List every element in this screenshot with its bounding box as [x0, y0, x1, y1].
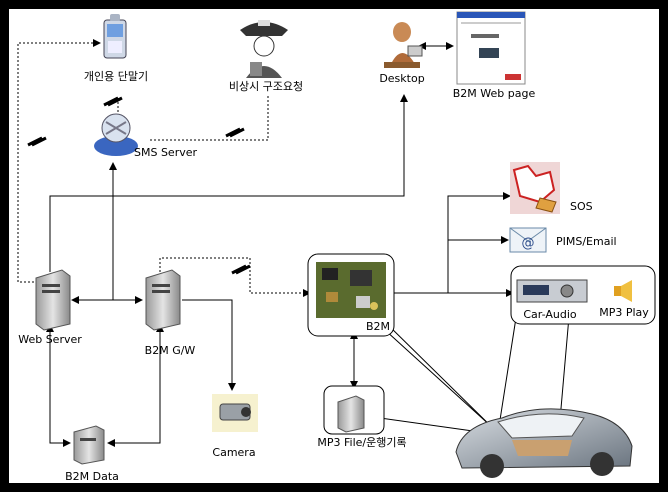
wireless-zigzag-2	[103, 96, 123, 107]
desktop-label: Desktop	[379, 72, 424, 85]
link-webserver-data	[46, 324, 71, 447]
wireless-zigzag-4	[231, 264, 251, 275]
link-webserver-mobile	[17, 39, 101, 283]
wireless-zigzag-3	[225, 127, 245, 138]
sos-hand-button-icon	[510, 162, 560, 214]
gateway-server-icon	[145, 269, 181, 331]
b2mdata-label: B2M Data	[65, 470, 119, 483]
link-webserver-desktop	[49, 94, 408, 272]
mobile-phone-icon	[103, 14, 127, 59]
database-server-icon	[73, 425, 105, 465]
car-line-5	[379, 417, 481, 433]
sos-label: SOS	[570, 200, 593, 213]
link-b2m-sos	[447, 192, 511, 293]
link-gw-b2m	[159, 257, 311, 297]
speaker-icon	[614, 280, 632, 302]
wireless-zigzag-1	[27, 136, 47, 147]
web-page-screenshot-icon	[456, 11, 526, 85]
camera-label: Camera	[212, 446, 255, 459]
webpage-label: B2M Web page	[453, 87, 536, 100]
email-envelope-icon: @	[509, 227, 547, 253]
camera-icon	[212, 394, 258, 432]
car-line-3	[499, 304, 519, 421]
b2m-label: B2M	[366, 320, 390, 333]
svg-text:@: @	[522, 236, 535, 251]
file-storage-icon	[337, 395, 365, 433]
wireless-symbols	[27, 96, 251, 275]
police-officer-icon	[240, 20, 288, 78]
sms-label: SMS Server	[134, 146, 198, 159]
mp3file-label: MP3 File/운행기록	[317, 436, 406, 449]
pims-label: PIMS/Email	[556, 235, 617, 248]
mp3play-label: MP3 Play	[599, 306, 649, 319]
webserver-label: Web Server	[18, 333, 82, 346]
circuit-board-icon	[316, 262, 386, 318]
link-sms-police	[150, 95, 269, 141]
police-label: 비상시 구조요청	[229, 80, 303, 93]
sms-server-satellite-icon	[94, 113, 138, 156]
link-gw-data	[107, 324, 164, 447]
mobile-label: 개인용 단말기	[84, 70, 148, 83]
car-cutaway-icon	[455, 408, 633, 478]
gw-label: B2M G/W	[145, 344, 196, 357]
server-tower-icon	[35, 269, 71, 331]
link-gw-camera	[182, 299, 236, 391]
caraudio-label: Car-Audio	[523, 308, 577, 321]
car-audio-unit-icon	[516, 279, 588, 303]
connectors	[17, 39, 613, 449]
desktop-user-icon	[384, 22, 423, 68]
